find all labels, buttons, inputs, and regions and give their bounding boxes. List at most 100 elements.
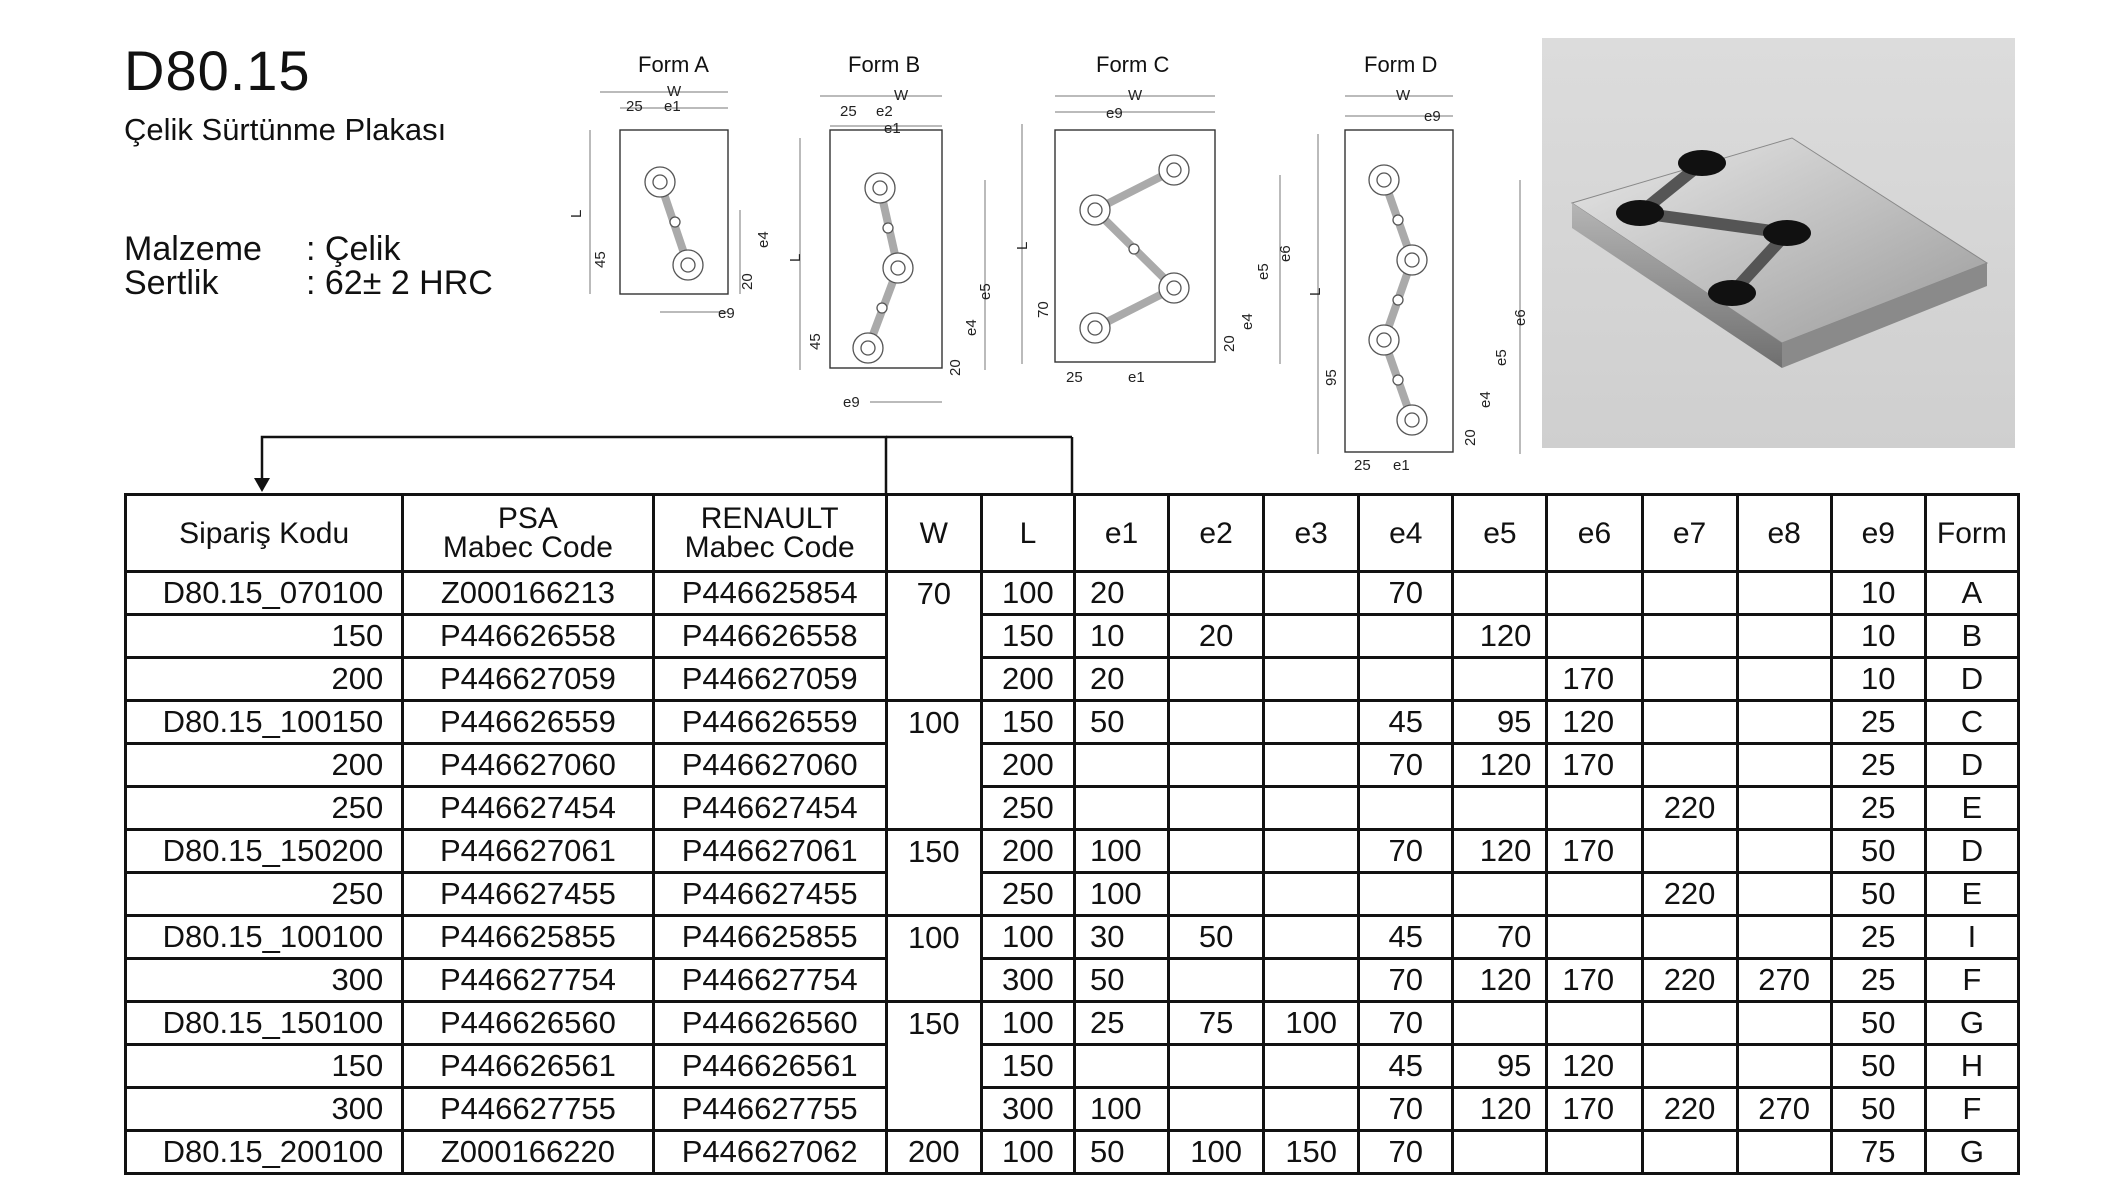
- header-order-code: Sipariş Kodu: [123, 493, 405, 573]
- material-value: : Çelik: [306, 230, 401, 268]
- cell-code: 300: [123, 1086, 405, 1132]
- cell-w: [884, 657, 983, 702]
- cell-e9: 25: [1829, 785, 1927, 831]
- cell-e7: [1640, 613, 1739, 659]
- form-c-dim-l: L: [1014, 242, 1031, 250]
- form-d-dim-e9: e9: [1424, 108, 1441, 125]
- cell-w: 150: [884, 828, 983, 873]
- cell-e2: [1167, 699, 1266, 745]
- header-e5: e5: [1451, 493, 1549, 573]
- cell-e2: [1167, 1043, 1266, 1089]
- cell-e4: 70: [1357, 570, 1455, 616]
- header-form: Form: [1923, 493, 2021, 573]
- form-b-title: Form B: [848, 52, 920, 77]
- cell-e2: 75: [1167, 1000, 1266, 1046]
- cell-e9: 10: [1829, 613, 1927, 659]
- cell-psa: P446627060: [401, 742, 655, 788]
- cell-e5: 120: [1451, 742, 1549, 788]
- cell-e9: 25: [1829, 699, 1927, 745]
- cell-e8: [1735, 914, 1833, 960]
- cell-ren: P446625854: [651, 570, 888, 616]
- cell-e1: 20: [1072, 570, 1171, 616]
- cell-e3: [1262, 914, 1361, 960]
- form-a-drawing: Form A W 25 e1 L 45 e4 20 e9: [568, 52, 772, 322]
- cell-psa: P446627754: [401, 957, 655, 1003]
- cell-e6: 170: [1545, 957, 1644, 1003]
- flow-arrow: [254, 435, 1074, 493]
- header-l: L: [979, 493, 1076, 573]
- cell-e8: [1735, 699, 1833, 745]
- form-a-dim-e1: e1: [664, 98, 681, 115]
- cell-w: [884, 743, 983, 787]
- form-b-dim-20: 20: [947, 359, 964, 376]
- cell-e6: [1545, 1000, 1644, 1046]
- cell-ren: P446626559: [651, 699, 888, 745]
- form-c-dim-20: 20: [1221, 335, 1238, 352]
- form-a-dim-45: 45: [592, 251, 609, 268]
- cell-ren: P446627061: [651, 828, 888, 874]
- cell-e1: 100: [1072, 1086, 1171, 1132]
- cell-e7: [1640, 742, 1739, 788]
- cell-e7: [1640, 914, 1739, 960]
- cell-form: D: [1923, 656, 2021, 702]
- cell-e9: 50: [1829, 1000, 1927, 1046]
- cell-ren: P446627755: [651, 1086, 888, 1132]
- cell-ren: P446626561: [651, 1043, 888, 1089]
- cell-e1: 100: [1072, 828, 1171, 874]
- header-e1: e1: [1072, 493, 1171, 573]
- cell-e7: [1640, 570, 1739, 616]
- cell-form: G: [1923, 1129, 2021, 1175]
- header-e3: e3: [1262, 493, 1361, 573]
- cell-code: D80.15_100150: [123, 699, 405, 745]
- cell-code: 250: [123, 871, 405, 917]
- cell-e6: [1545, 871, 1644, 917]
- cell-w: 70: [884, 570, 983, 615]
- cell-e9: 25: [1829, 914, 1927, 960]
- cell-e2: [1167, 1086, 1266, 1132]
- cell-e5: 120: [1451, 828, 1549, 874]
- cell-ren: P446627059: [651, 656, 888, 702]
- cell-e8: 270: [1735, 1086, 1833, 1132]
- cell-e6: [1545, 914, 1644, 960]
- cell-form: B: [1923, 613, 2021, 659]
- cell-form: D: [1923, 828, 2021, 874]
- cell-e8: [1735, 1000, 1833, 1046]
- cell-e9: 10: [1829, 656, 1927, 702]
- cell-l: 150: [979, 699, 1076, 745]
- cell-e3: [1262, 656, 1361, 702]
- form-c-dim-e1: e1: [1128, 369, 1145, 386]
- cell-e2: 20: [1167, 613, 1266, 659]
- cell-l: 200: [979, 656, 1076, 702]
- header-w: W: [884, 493, 983, 573]
- form-b-dim-e1: e1: [884, 120, 901, 137]
- form-c-dim-70: 70: [1035, 301, 1052, 318]
- cell-e4: 70: [1357, 828, 1455, 874]
- cell-e4: 70: [1357, 742, 1455, 788]
- cell-e4: 70: [1357, 957, 1455, 1003]
- cell-psa: P446627059: [401, 656, 655, 702]
- cell-e5: 70: [1451, 914, 1549, 960]
- cell-e1: 100: [1072, 871, 1171, 917]
- page-title: D80.15: [124, 39, 311, 102]
- cell-e1: [1072, 1043, 1171, 1089]
- cell-e4: [1357, 656, 1455, 702]
- cell-e5: [1451, 570, 1549, 616]
- cell-e1: [1072, 742, 1171, 788]
- cell-e3: [1262, 570, 1361, 616]
- cell-e2: [1167, 785, 1266, 831]
- material-label: Malzeme: [124, 230, 262, 268]
- form-d-drawing: Form D W e9 L 95 25 e1 e6 e5 e4 20: [1307, 52, 1529, 474]
- cell-code: 150: [123, 1043, 405, 1089]
- cell-e5: [1451, 656, 1549, 702]
- cell-psa: Z000166220: [401, 1129, 655, 1175]
- cell-e2: [1167, 656, 1266, 702]
- cell-e7: [1640, 656, 1739, 702]
- cell-l: 300: [979, 957, 1076, 1003]
- form-b-dim-45: 45: [807, 333, 824, 350]
- cell-e8: [1735, 570, 1833, 616]
- cell-e5: [1451, 871, 1549, 917]
